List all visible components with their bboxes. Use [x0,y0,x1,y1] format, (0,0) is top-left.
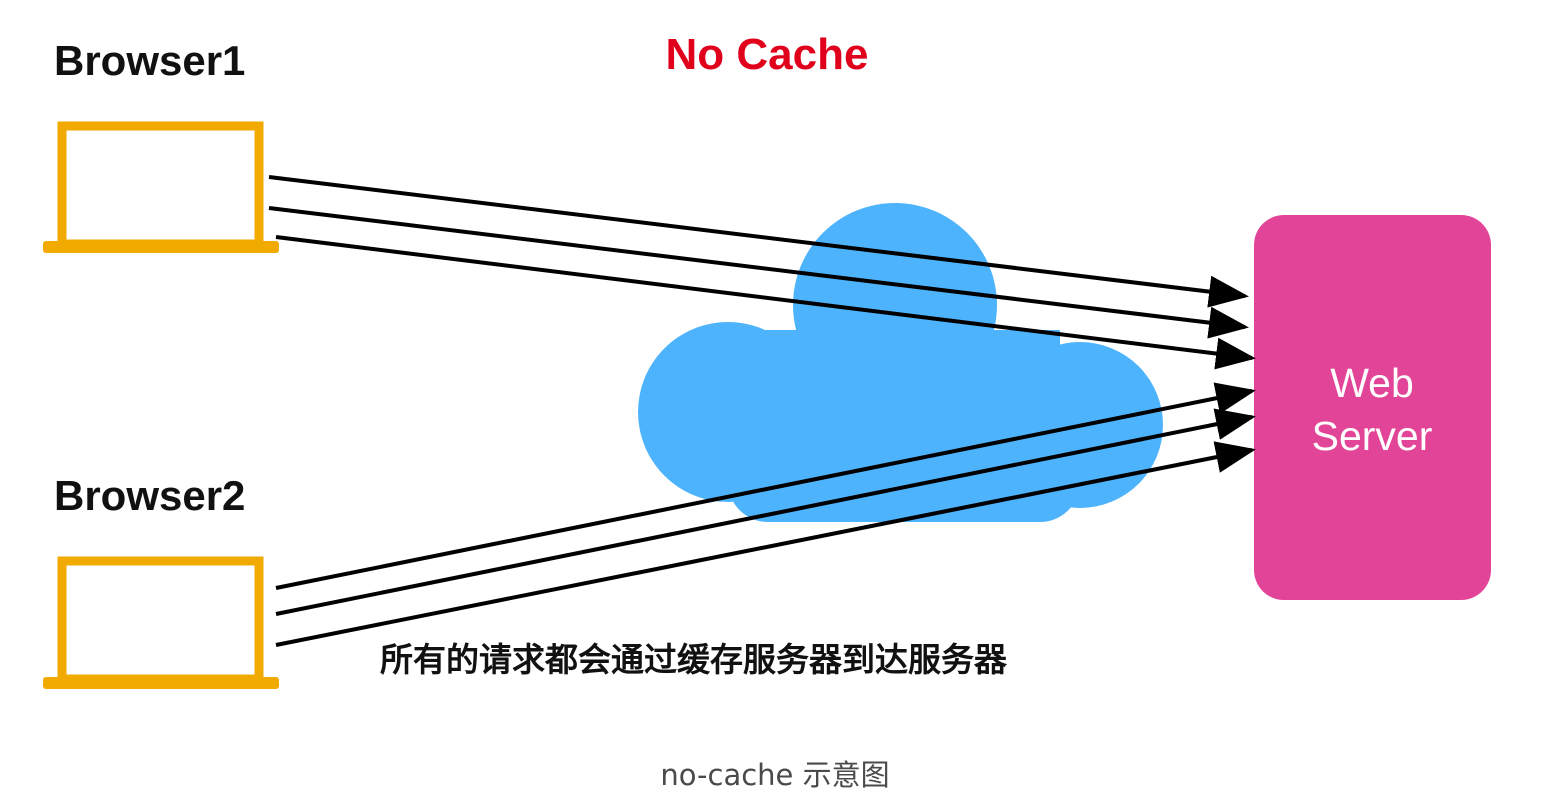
request-arrow [268,175,1249,308]
diagram-title: No Cache [666,30,869,79]
laptop-icon [43,121,279,253]
server-label-line2: Server [1312,413,1433,459]
browser1-label: Browser1 [54,37,245,84]
note-text: 所有的请求都会通过缓存服务器到达服务器 [380,640,1008,679]
request-arrow [275,441,1256,647]
laptop-icon [43,556,279,689]
request-arrows-browser1 [268,175,1256,370]
figure-caption: no-cache 示意图 [660,758,890,792]
cloud-icon [638,203,1163,522]
request-arrow [275,382,1256,590]
request-arrow [275,235,1256,370]
browser2-label: Browser2 [54,472,245,519]
web-server: Web Server [1254,215,1491,600]
request-arrow [268,206,1249,339]
request-arrow [275,408,1256,616]
server-label-line1: Web [1330,360,1414,406]
request-arrows-browser2 [275,382,1256,647]
